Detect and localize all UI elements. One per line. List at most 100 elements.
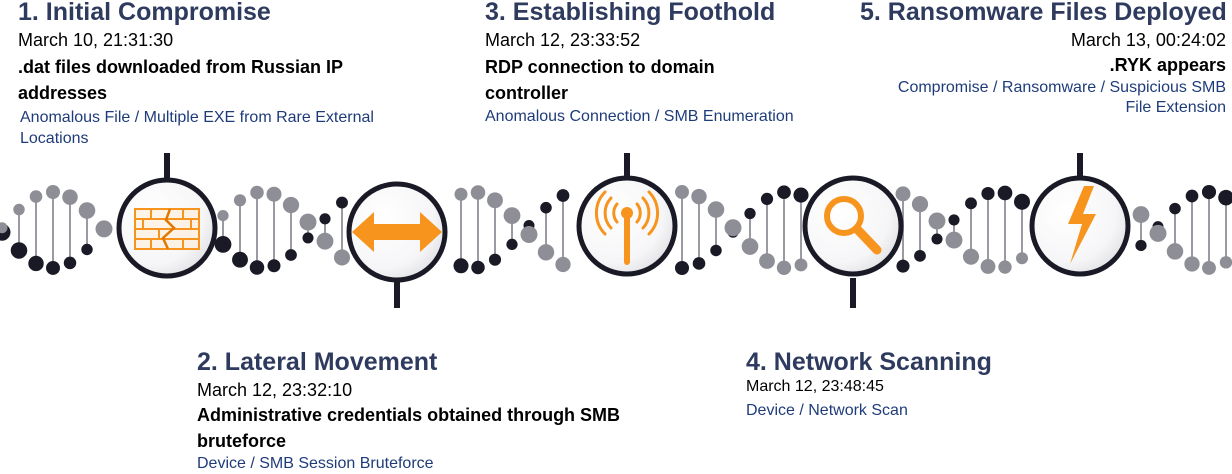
step-4-title: 4. Network Scanning xyxy=(746,348,992,376)
helix-node-dark xyxy=(285,249,297,261)
helix-node-grey xyxy=(454,187,468,201)
helix-node-grey xyxy=(470,185,486,200)
step-2: 2. Lateral Movement March 12, 23:32:10 A… xyxy=(197,350,667,474)
helix-node-dark xyxy=(896,259,910,273)
step-5-tags: Compromise / Ransomware / Suspicious SMB… xyxy=(897,79,1226,116)
step-2-date: March 12, 23:32:10 xyxy=(197,380,353,400)
helix-node-dark xyxy=(232,251,248,268)
helix-node-grey xyxy=(95,220,113,238)
lens-step-3 xyxy=(576,153,678,277)
step-3-description: RDP connection to domain controller xyxy=(485,57,715,103)
helix-node-dark xyxy=(948,214,960,226)
helix-node-dark xyxy=(744,207,756,220)
helix-node-grey xyxy=(724,219,742,237)
helix-node-dark xyxy=(914,249,926,262)
helix-node-dark xyxy=(674,260,690,276)
step-5-date: March 13, 00:24:02 xyxy=(1070,30,1226,50)
helix-node-dark xyxy=(336,196,348,209)
broadcast-antenna-icon xyxy=(594,190,660,265)
helix-node-dark xyxy=(10,242,28,259)
helix-node-grey xyxy=(333,249,351,266)
lens-step-1 xyxy=(116,153,218,279)
helix-node-dark xyxy=(471,260,485,275)
step-1-date: March 10, 21:31:30 xyxy=(18,30,174,50)
helix-node-grey xyxy=(266,186,282,202)
step-1-description: .dat files downloaded from Russian IP ad… xyxy=(18,57,343,103)
helix-node-dark xyxy=(760,192,774,206)
helix-node-grey xyxy=(1132,206,1150,223)
helix-node-grey xyxy=(998,260,1012,274)
helix-node-grey xyxy=(1149,224,1167,242)
helix-node-grey xyxy=(1184,256,1200,272)
helix-strands xyxy=(0,184,1232,276)
double-arrow-icon xyxy=(352,212,442,252)
helix-node-grey xyxy=(707,201,725,218)
helix-node-dark xyxy=(28,255,44,272)
helix-node-dark xyxy=(506,238,518,251)
helix-node-grey xyxy=(928,212,946,230)
helix-node-grey xyxy=(78,202,96,219)
helix-node-dark xyxy=(710,244,722,257)
magnifying-glass-icon xyxy=(824,196,882,255)
helix-node-dark xyxy=(1013,193,1031,210)
helix-node-grey xyxy=(794,258,808,272)
helix-node-grey xyxy=(945,231,963,249)
helix-node-grey xyxy=(962,248,980,265)
step-1-title: 1. Initial Compromise xyxy=(18,0,271,26)
helix-node-grey xyxy=(316,232,334,250)
helix-node-grey xyxy=(250,185,264,200)
helix-node-grey xyxy=(29,190,43,203)
step-1-tags: Anomalous File / Multiple EXE from Rare … xyxy=(20,109,374,147)
helix-node-dark xyxy=(453,258,469,274)
step-1: 1. Initial Compromise March 10, 21:31:30… xyxy=(18,0,438,149)
step-4: 4. Network Scanning March 12, 23:48:45 D… xyxy=(746,350,1146,421)
step-2-tags: Device / SMB Session Bruteforce xyxy=(197,455,434,472)
helix-node-grey xyxy=(776,260,792,275)
step-2-description: Administrative credentials obtained thro… xyxy=(197,405,621,451)
helix-node-grey xyxy=(62,189,78,205)
helix-node-dark xyxy=(777,185,791,200)
helix-node-grey xyxy=(691,188,707,205)
step-4-tags: Device / Network Scan xyxy=(746,402,908,419)
helix-node-grey xyxy=(233,194,247,207)
helix-node-grey xyxy=(741,238,759,255)
helix-node-dark xyxy=(81,243,93,256)
helix-node-dark xyxy=(63,256,77,270)
helix-node-grey xyxy=(13,203,25,216)
helix-node-dark xyxy=(793,187,809,203)
helix-node-dark xyxy=(540,201,552,214)
helix-node-dark xyxy=(1201,184,1217,200)
helix-node-dark xyxy=(214,236,232,253)
lens-step-5 xyxy=(1029,153,1131,277)
lens-step-2 xyxy=(346,181,448,308)
helix-node-grey xyxy=(45,184,61,200)
helix-node-grey xyxy=(487,192,503,209)
lens-step-4 xyxy=(802,175,904,308)
helix-node-dark xyxy=(319,213,331,225)
step-3-tags: Anomalous Connection / SMB Enumeration xyxy=(485,108,794,125)
helix-node-dark xyxy=(931,233,943,245)
helix-node-grey xyxy=(1016,252,1028,265)
helix-node-grey xyxy=(911,196,929,213)
helix-node-grey xyxy=(1202,261,1216,275)
lightning-bolt-icon xyxy=(1068,186,1096,264)
helix-node-dark xyxy=(981,186,995,201)
helix-node-grey xyxy=(1219,256,1232,269)
helix-node-grey xyxy=(675,185,689,199)
helix-node-grey xyxy=(895,186,911,202)
magnifier-lenses xyxy=(116,153,1131,308)
helix-node-dark xyxy=(1185,189,1199,203)
helix-node-dark xyxy=(1135,239,1147,252)
step-5: 5. Ransomware Files Deployed March 13, 0… xyxy=(860,0,1227,118)
step-3-title: 3. Establishing Foothold xyxy=(485,0,776,26)
helix-node-dark xyxy=(692,257,706,270)
helix-node-grey xyxy=(299,213,317,231)
helix-node-dark xyxy=(997,185,1013,201)
helix-node-grey xyxy=(282,196,300,214)
helix-node-dark xyxy=(488,253,502,266)
helix-node-dark xyxy=(1218,189,1232,206)
helix-node-grey xyxy=(503,207,521,224)
step-4-date: March 12, 23:48:45 xyxy=(746,378,884,395)
